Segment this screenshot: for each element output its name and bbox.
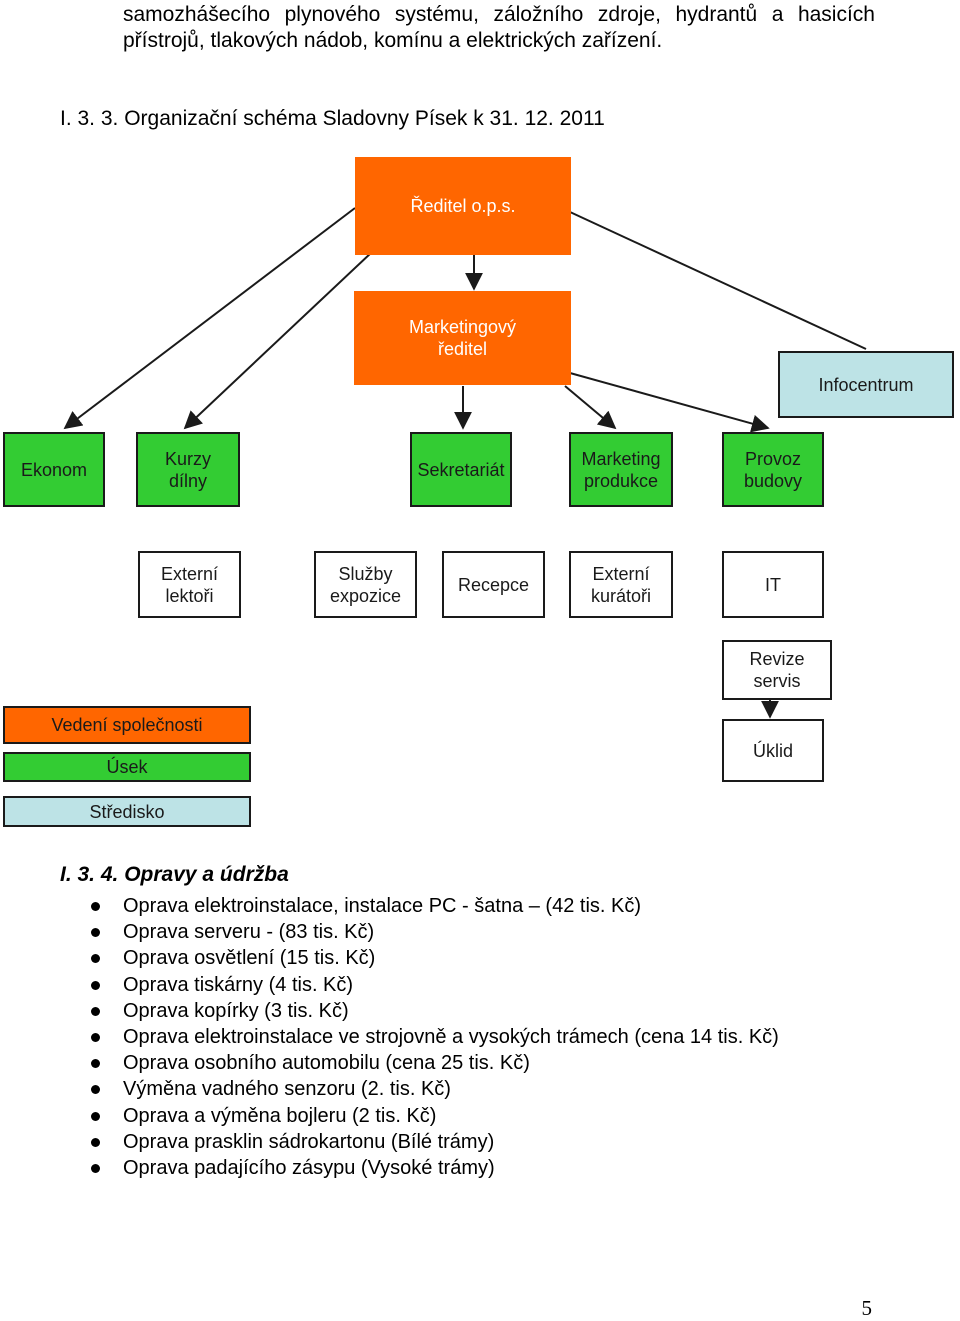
provoz-budovy-box: Provoz budovy — [722, 432, 824, 507]
infocentrum-box: Infocentrum — [778, 351, 954, 418]
list-item: Oprava tiskárny (4 tis. Kč) — [85, 972, 779, 998]
externi-lektori-line-2: lektoři — [165, 585, 214, 606]
connector-marketing-produkce — [564, 385, 617, 430]
marketing-director-box: Marketingový ředitel — [354, 291, 571, 385]
uklid-label: Úklid — [752, 740, 793, 761]
repairs-list: Oprava elektroinstalace, instalace PC - … — [85, 893, 779, 1181]
kurzy-dilny-line-2: dílny — [168, 470, 207, 491]
list-item: Oprava elektroinstalace ve strojovně a v… — [85, 1024, 779, 1050]
connector-director-ekonom — [63, 207, 356, 430]
revize-servis-box: Revize servis — [722, 640, 832, 700]
uklid-box: Úklid — [722, 719, 824, 782]
list-item: Oprava osobního automobilu (cena 25 tis.… — [85, 1050, 779, 1076]
legend-usek-label: Úsek — [106, 757, 148, 777]
revize-servis-line-2: servis — [753, 671, 801, 691]
list-item: Výměna vadného senzoru (2. tis. Kč) — [85, 1076, 779, 1102]
recepce-box: Recepce — [442, 551, 545, 618]
sekretariat-label: Sekretariát — [417, 459, 505, 480]
provoz-budovy-line-1: Provoz — [744, 448, 801, 469]
marketing-produkce-line-2: produkce — [583, 470, 659, 491]
it-box: IT — [722, 551, 824, 618]
connector-director-kurzy — [183, 251, 373, 430]
it-label: IT — [765, 574, 781, 595]
provoz-budovy-line-2: budovy — [743, 470, 803, 491]
director-label: Ředitel o.p.s. — [410, 196, 516, 216]
legend-vedeni: Vedení společnosti — [3, 706, 251, 744]
sluzby-expozice-line-1: Služby — [338, 563, 393, 584]
legend-usek: Úsek — [3, 752, 251, 782]
list-item: Oprava padajícího zásypu (Vysoké trámy) — [85, 1155, 779, 1181]
marketing-produkce-box: Marketing produkce — [569, 432, 673, 507]
externi-kuratori-box: Externí kurátoři — [569, 551, 673, 618]
sluzby-expozice-box: Služby expozice — [314, 551, 417, 618]
intro-line-1: samozhášecího plynového systému, záložní… — [123, 3, 875, 26]
connector-director-infocentrum — [569, 211, 867, 350]
intro-line-2: přístrojů, tlakových nádob, komínu a ele… — [123, 29, 663, 52]
marketing-produkce-line-1: Marketing — [581, 448, 661, 469]
recepce-label: Recepce — [457, 574, 530, 595]
externi-lektori-box: Externí lektoři — [138, 551, 241, 618]
legend-stredisko: Středisko — [3, 796, 251, 827]
ekonom-label: Ekonom — [20, 459, 88, 480]
revize-servis-line-1: Revize — [749, 649, 805, 669]
list-item: Oprava elektroinstalace, instalace PC - … — [85, 893, 779, 919]
connector-marketing-provoz — [569, 372, 770, 433]
externi-kuratori-line-1: Externí — [592, 563, 650, 584]
org-chart-heading: I. 3. 3. Organizační schéma Sladovny Pís… — [60, 107, 605, 130]
infocentrum-label: Infocentrum — [818, 374, 914, 395]
externi-lektori-line-1: Externí — [160, 563, 219, 584]
list-item: Oprava osvětlení (15 tis. Kč) — [85, 945, 779, 971]
list-item: Oprava kopírky (3 tis. Kč) — [85, 998, 779, 1024]
legend-vedeni-label: Vedení společnosti — [51, 715, 203, 735]
page-number: 5 — [861, 1296, 873, 1320]
repairs-heading: I. 3. 4. Opravy a údržba — [60, 863, 289, 886]
legend-stredisko-label: Středisko — [89, 801, 165, 822]
intro-paragraph: samozhášecího plynového systému, záložní… — [123, 2, 875, 54]
list-item: Oprava a výměna bojleru (2 tis. Kč) — [85, 1103, 779, 1129]
list-item: Oprava prasklin sádrokartonu (Bílé trámy… — [85, 1129, 779, 1155]
list-item: Oprava serveru - (83 tis. Kč) — [85, 919, 779, 945]
director-box: Ředitel o.p.s. — [355, 157, 571, 255]
marketing-director-line-2: ředitel — [437, 339, 487, 359]
externi-kuratori-line-2: kurátoři — [590, 585, 652, 606]
sluzby-expozice-line-2: expozice — [329, 585, 402, 606]
kurzy-dilny-box: Kurzy dílny — [136, 432, 240, 507]
ekonom-box: Ekonom — [3, 432, 105, 507]
kurzy-dilny-line-1: Kurzy — [164, 448, 211, 469]
sekretariat-box: Sekretariát — [410, 432, 512, 507]
marketing-director-line-1: Marketingový — [408, 317, 517, 337]
